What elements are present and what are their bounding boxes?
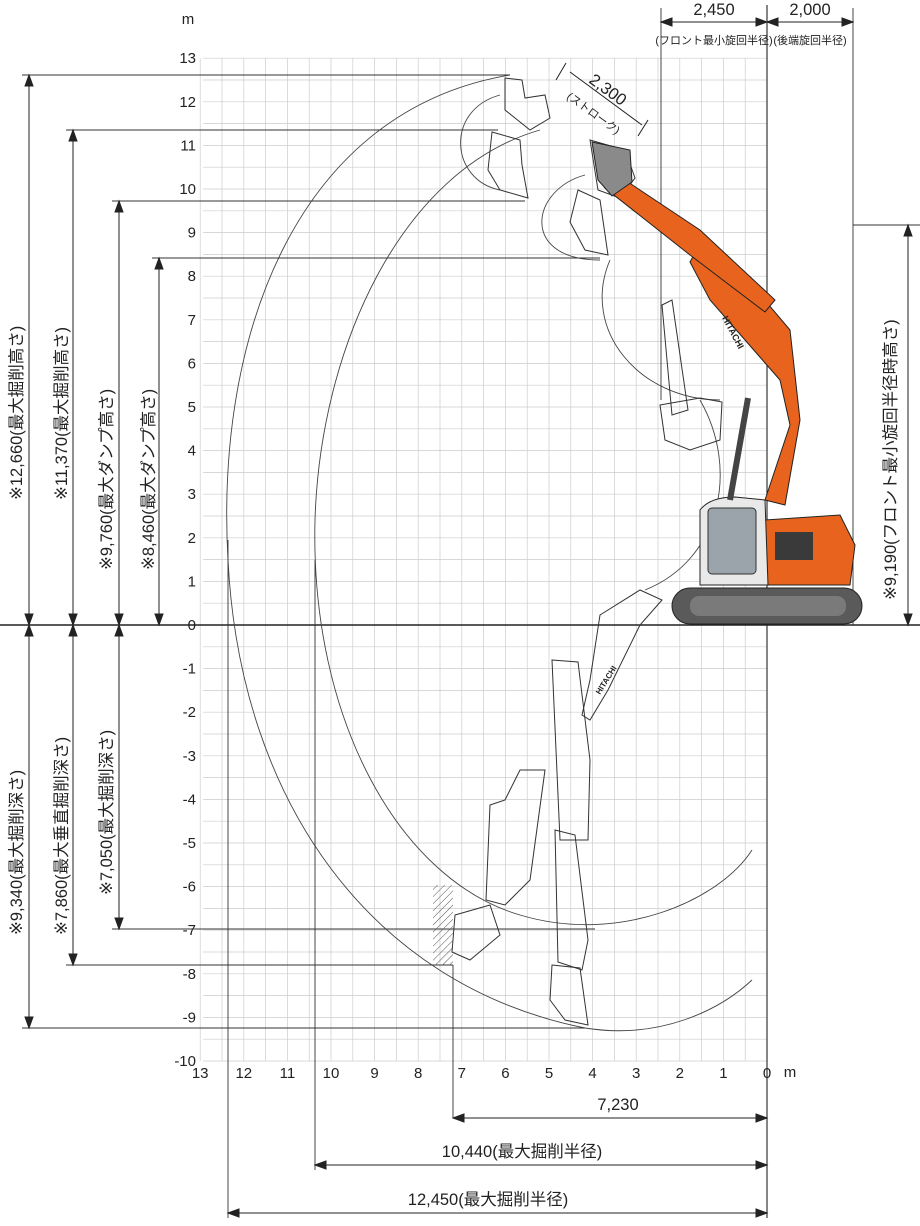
y-tick-label: -1 (183, 661, 196, 678)
dim-front-min-swing-radius-label: (フロント最小旋回半径) (655, 33, 772, 47)
y-tick-label: 0 (188, 617, 196, 634)
y-axis-unit: m (182, 11, 195, 28)
arm (604, 179, 776, 313)
y-tick-label: 3 (188, 486, 196, 503)
x-tick-label: 1 (719, 1065, 727, 1082)
x-axis-unit: m (784, 1064, 797, 1081)
wall-bucket-outline (451, 904, 501, 961)
x-tick-label: 6 (501, 1065, 509, 1082)
vertical-dimension-arrows (24, 73, 913, 1030)
bucket-tip-inner-arc-2 (541, 174, 601, 261)
y-tick-label: -9 (183, 1009, 196, 1026)
arm-vertical-outline (661, 299, 689, 416)
dim-max-dig-reach-1: 10,440(最大掘削半径) (442, 1142, 602, 1161)
dim-reach-7230: 7,230 (597, 1096, 638, 1114)
dig-boom-brand-label: HITACHI (594, 664, 619, 696)
y-tick-label: -8 (183, 966, 196, 983)
bucket (591, 141, 633, 197)
bucket-tip-inner-arc (460, 94, 501, 191)
dim-max-dump-height-1: ※9,760(最大ダンプ高さ) (97, 389, 116, 570)
y-tick-label: -6 (183, 879, 196, 896)
dim-max-dig-depth: ※9,340(最大掘削深さ) (7, 770, 26, 935)
y-tick-label: 1 (188, 573, 196, 590)
y-tick-label: 8 (188, 268, 196, 285)
y-tick-label: 10 (179, 181, 196, 198)
cab-window (707, 507, 757, 575)
y-tick-label: 5 (188, 399, 196, 416)
x-tick-label: 8 (414, 1065, 422, 1082)
x-tick-label: 9 (370, 1065, 378, 1082)
dim-max-dump-height-2: ※8,460(最大ダンプ高さ) (139, 389, 158, 570)
excavator: HITACHI HITACHI (591, 141, 863, 696)
dim-front-min-swing-radius: 2,450 (693, 1, 734, 19)
y-tick-label: -7 (183, 922, 196, 939)
x-tick-label: 10 (323, 1065, 340, 1082)
track-frame (690, 596, 846, 616)
x-tick-label: 2 (676, 1065, 684, 1082)
x-tick-label: 12 (235, 1065, 252, 1082)
y-tick-label: -3 (183, 748, 196, 765)
dim-max-dig-reach-2: 12,450(最大掘削半径) (408, 1190, 568, 1209)
vertical-wall-hatch (433, 885, 453, 965)
dim-front-min-swing-height: ※9,190(フロント最小旋回半径時高さ) (881, 319, 900, 600)
y-tick-label: 13 (179, 50, 196, 67)
folded-bucket-outline (659, 397, 723, 451)
x-tick-label: 11 (280, 1065, 296, 1082)
attachment-outlines (451, 77, 723, 1026)
y-tick-label: -10 (174, 1053, 196, 1070)
x-tick-label: 13 (192, 1065, 209, 1082)
mid-bucket-outline (569, 189, 609, 256)
y-tick-label: 4 (188, 443, 196, 460)
dim-max-dig-height-2: ※11,370(最大掘削高さ) (52, 327, 71, 500)
y-tick-label: -4 (183, 791, 196, 808)
dim-max-dig-depth-2: ※7,050(最大掘削深さ) (97, 730, 116, 895)
min-swing-envelope (601, 259, 721, 401)
y-tick-label: 12 (179, 94, 196, 111)
y-tick-label: 6 (188, 355, 196, 372)
x-tick-label: 4 (588, 1065, 596, 1082)
height-reference-lines (22, 74, 920, 1029)
y-tick-label: -2 (183, 704, 196, 721)
dim-rear-swing-radius-label: (後端旋回半径) (773, 33, 846, 47)
y-tick-label: 11 (180, 137, 196, 154)
y-tick-label: 2 (188, 530, 196, 547)
dig-boom-outline (581, 589, 663, 721)
deep-bucket-outline (549, 964, 589, 1026)
wall-arm-outline (485, 769, 546, 906)
y-tick-label: 7 (188, 312, 196, 329)
x-tick-label: 3 (632, 1065, 640, 1082)
y-tick-label: 9 (188, 225, 196, 242)
dim-rear-swing-radius: 2,000 (789, 1, 830, 19)
x-tick-label: 7 (458, 1065, 466, 1082)
dig-arm-outline (551, 659, 591, 841)
max-reach-envelope (226, 74, 753, 1032)
horizontal-dimension-arrows (226, 17, 855, 1218)
dim-max-dig-height-1: ※12,660(最大掘削高さ) (7, 326, 26, 500)
engine-grille (775, 532, 813, 560)
top-bucket-outline (504, 77, 551, 131)
y-tick-label: -5 (183, 835, 196, 852)
boom-cylinder (727, 397, 751, 501)
x-tick-label: 5 (545, 1065, 553, 1082)
deep-arm-outline (554, 829, 589, 971)
dim-max-vertical-wall-depth: ※7,860(最大垂直掘削深さ) (52, 737, 71, 935)
reach-reference-lines (227, 8, 854, 1218)
top-bucket-2-outline (487, 131, 529, 199)
grid (199, 57, 768, 1062)
x-tick-label: 0 (763, 1065, 771, 1082)
dim-stroke: 2,300 (586, 71, 630, 110)
